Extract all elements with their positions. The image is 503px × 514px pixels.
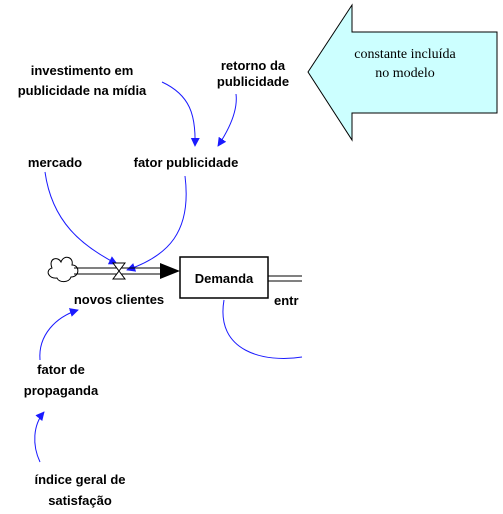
link-mercado-to-valve [44, 171, 118, 265]
callout-arrow-shape [307, 3, 498, 142]
inflow-arrowhead [160, 263, 180, 279]
label-indice-line-2: satisfação [48, 493, 112, 508]
label-retorno-line-2: publicidade [217, 74, 289, 89]
valve-icon [112, 262, 126, 280]
link-indice-to-fator-propaganda [34, 411, 45, 463]
label-fator-publicidade: fator publicidade [134, 155, 239, 170]
label-fator-propaganda-line-1: fator de [37, 362, 85, 377]
link-fator-propaganda-to-novos-clientes [39, 308, 79, 361]
link-fator-publicidade-to-valve [126, 175, 187, 272]
label-investimento-line-1: investimento em [31, 63, 134, 78]
label-novos-clientes: novos clientes [74, 292, 164, 307]
cloud-icon [47, 256, 79, 283]
link-investimento-to-fator-publicidade [161, 81, 200, 147]
label-entr: entr [274, 293, 299, 308]
label-investimento-line-2: publicidade na mídia [18, 83, 147, 98]
label-fator-propaganda-line-2: propaganda [24, 383, 99, 398]
label-mercado: mercado [28, 155, 82, 170]
demanda-stock-box [179, 256, 269, 299]
callout-line-1: constante incluída [354, 47, 456, 62]
label-retorno-line-1: retorno da [221, 58, 286, 73]
link-demanda-to-entr [222, 299, 303, 359]
demanda-label: Demanda [195, 271, 254, 286]
link-retorno-to-fator-publicidade [217, 93, 237, 147]
callout-line-2: no modelo [375, 66, 435, 81]
label-indice-line-1: índice geral de [34, 472, 125, 487]
